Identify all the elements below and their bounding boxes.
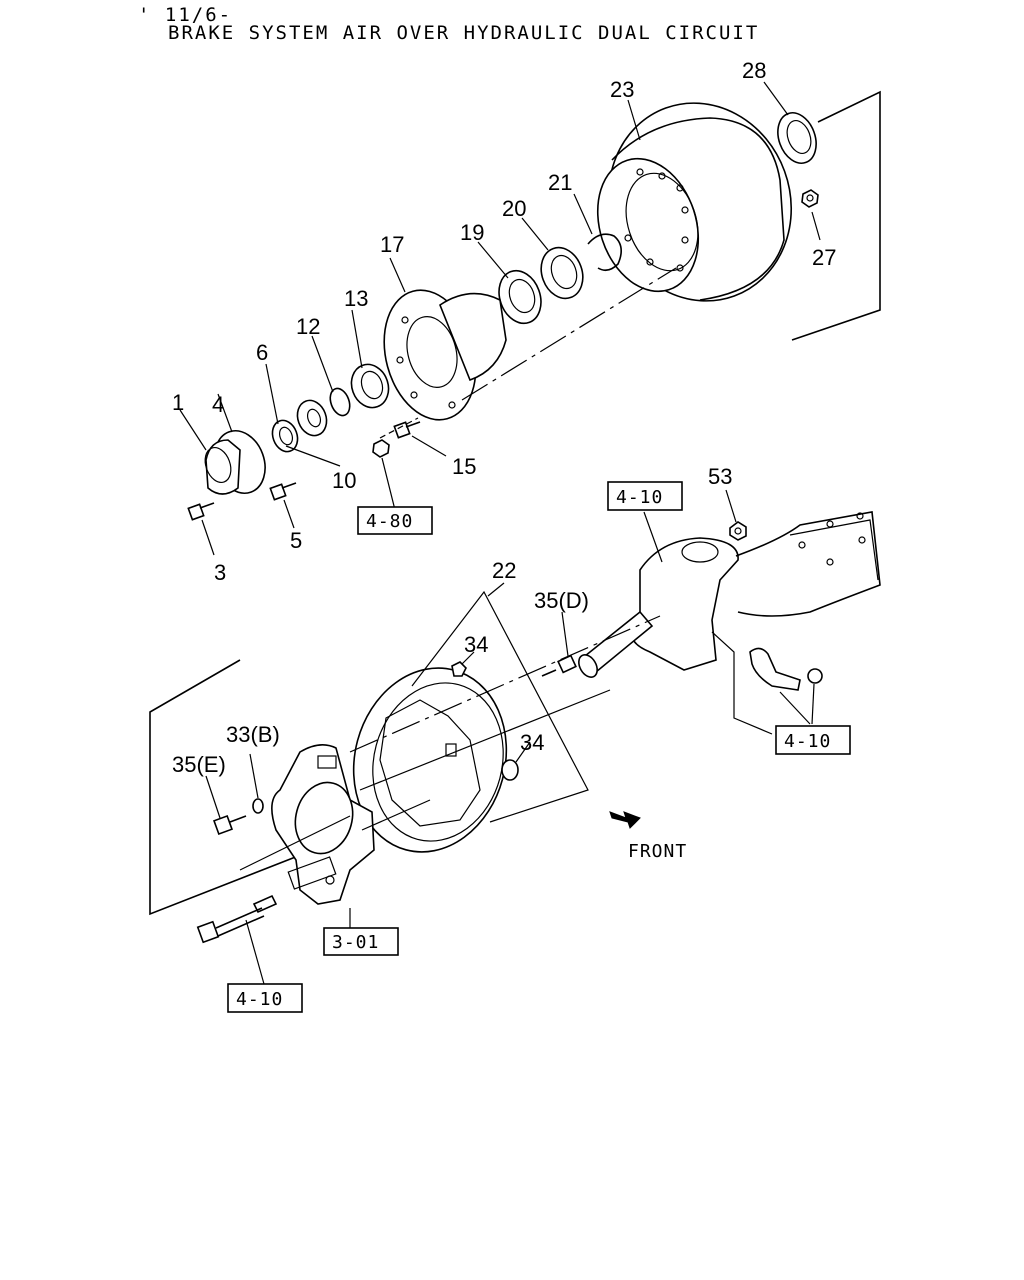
hub-17 xyxy=(383,289,507,421)
ref-box-4-10-top[interactable]: 4-10 xyxy=(607,481,683,511)
bolt-35e xyxy=(213,815,247,835)
brake-drum xyxy=(596,102,793,302)
callout-53: 53 xyxy=(708,464,732,489)
callout-17: 17 xyxy=(380,232,404,257)
callout-22: 22 xyxy=(492,558,516,583)
callout-35e: 35(E) xyxy=(172,752,226,777)
steering-arm xyxy=(711,631,823,735)
callout-6: 6 xyxy=(256,340,268,365)
callout-20: 20 xyxy=(502,196,526,221)
ref-4-80-label: 4-80 xyxy=(366,511,413,532)
ref-box-4-80[interactable]: 4-80 xyxy=(357,506,433,535)
retaining-ring-21 xyxy=(587,233,622,272)
top-bracket xyxy=(791,90,881,341)
nut-27 xyxy=(801,189,819,208)
callout-27: 27 xyxy=(812,245,836,270)
callout-4: 4 xyxy=(212,392,224,417)
ref-box-4-10-bottom[interactable]: 4-10 xyxy=(227,983,303,1013)
washer-12 xyxy=(329,387,351,417)
bolt-5 xyxy=(269,482,297,501)
nut-4-80 xyxy=(372,439,390,458)
callout-34-bottom: 34 xyxy=(520,730,544,755)
leaders-top xyxy=(179,81,821,556)
callout-1: 1 xyxy=(172,390,184,415)
axle-beam xyxy=(735,511,881,617)
steering-knuckle xyxy=(578,537,739,678)
plate-leader-triangle xyxy=(411,590,589,823)
front-arrow-icon xyxy=(609,811,641,829)
callout-35d: 35(D) xyxy=(534,588,589,613)
centerlines xyxy=(379,267,677,439)
callout-3: 3 xyxy=(214,560,226,585)
stud-15 xyxy=(393,421,421,439)
callout-33b: 33(B) xyxy=(226,722,280,747)
backing-plate-22 xyxy=(352,667,508,853)
date-code: ' 11/6- xyxy=(138,4,233,26)
bolt-3 xyxy=(187,502,215,521)
seal-ring-28 xyxy=(777,112,817,164)
callout-12: 12 xyxy=(296,314,320,339)
bearing-6 xyxy=(271,419,299,453)
bolt-35d xyxy=(541,654,577,677)
callout-5: 5 xyxy=(290,528,302,553)
callout-10: 10 xyxy=(332,468,356,493)
long-bolt xyxy=(196,894,278,944)
front-label: FRONT xyxy=(628,841,687,862)
diagram-title: BRAKE SYSTEM AIR OVER HYDRAULIC DUAL CIR… xyxy=(168,22,760,44)
callout-34-top: 34 xyxy=(464,632,488,657)
ref-4-10-bottom-label: 4-10 xyxy=(236,989,283,1010)
bearing-13 xyxy=(350,363,390,409)
seal-20 xyxy=(540,246,584,300)
callout-13: 13 xyxy=(344,286,368,311)
callout-28: 28 xyxy=(742,58,766,83)
callout-19: 19 xyxy=(460,220,484,245)
callout-21: 21 xyxy=(548,170,572,195)
washer-33b xyxy=(252,798,264,814)
ref-3-01-label: 3-01 xyxy=(332,932,379,953)
leaders-bottom xyxy=(205,489,815,985)
ref-4-10-top-label: 4-10 xyxy=(616,487,663,508)
callout-15: 15 xyxy=(452,454,476,479)
hub-cap-assembly xyxy=(204,430,266,495)
bottom-centerlines xyxy=(239,615,661,871)
nut-10 xyxy=(296,399,328,437)
bearing-19 xyxy=(498,269,542,325)
plug-34-bottom xyxy=(501,759,519,781)
nut-53 xyxy=(729,521,747,541)
ref-box-3-01[interactable]: 3-01 xyxy=(323,927,399,956)
bottom-bracket xyxy=(149,659,391,916)
ref-4-10-right-label: 4-10 xyxy=(784,731,831,752)
plug-34-top xyxy=(451,661,467,677)
ref-box-4-10-right[interactable]: 4-10 xyxy=(775,725,851,755)
callout-23: 23 xyxy=(610,77,634,102)
